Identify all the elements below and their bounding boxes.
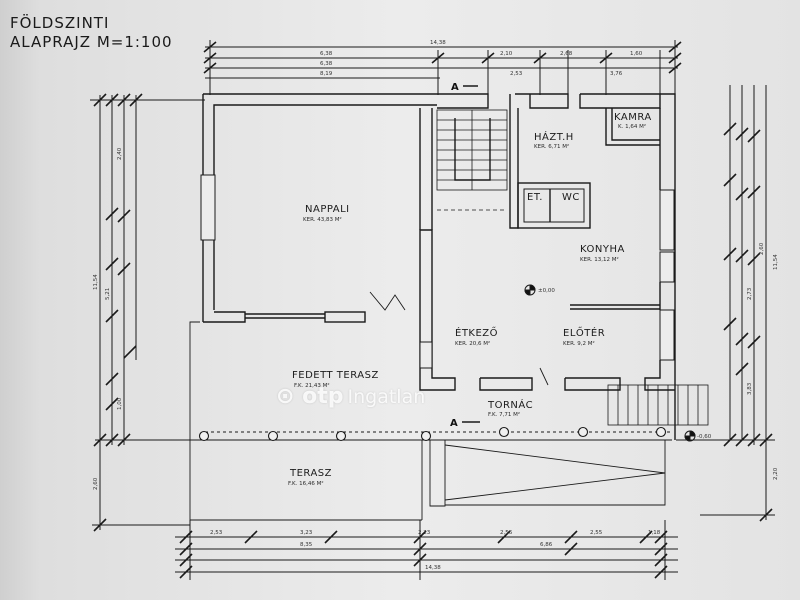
bottom-dim-r1-3: 2,23 — [418, 530, 431, 536]
bottom-dim-r1-6: 1,18 — [648, 530, 661, 536]
title-line-1: FÖLDSZINTI — [10, 14, 110, 32]
right-dim-1: 11,54 — [773, 254, 779, 270]
left-dim-5: 2,60 — [93, 477, 99, 490]
room-eloter-area: KER. 9,2 M² — [563, 340, 595, 347]
room-terasz-area: F.K. 16,46 M² — [288, 480, 324, 487]
top-dim-r3-2: 2,53 — [510, 71, 523, 77]
room-tornac-area: F.K. 7,71 M² — [488, 411, 520, 418]
bottom-dim-r2-2: 6,86 — [540, 542, 553, 548]
right-dim-4: 3,83 — [747, 382, 753, 395]
left-dim-2: 2,40 — [117, 147, 123, 160]
title-line-2: ALAPRAJZ M=1:100 — [10, 33, 173, 51]
bottom-dim-r2-1: 8,35 — [300, 542, 313, 548]
room-hazt-area: KER. 6,71 M² — [534, 143, 569, 150]
room-fedett-terasz-name: FEDETT TERASZ — [292, 370, 379, 381]
drawing-title: FÖLDSZINTI ALAPRAJZ M=1:100 — [10, 14, 173, 52]
right-dim-5: 2,20 — [773, 467, 779, 480]
top-dim-r3-1: 6,38 — [320, 61, 333, 67]
top-dim-r2-2: 2,10 — [500, 51, 513, 57]
watermark-sub: Ingatlan — [347, 386, 426, 408]
top-dim-r2-3: 2,68 — [560, 51, 573, 57]
bottom-dim-r1-1: 2,53 — [210, 530, 223, 536]
watermark-brand: otp — [302, 384, 344, 409]
room-kamra-name: KAMRA — [614, 112, 652, 123]
top-dim-r3-3: 3,76 — [610, 71, 623, 77]
staircase — [436, 109, 508, 211]
room-terasz-name: TERASZ — [289, 468, 332, 479]
room-kamra-area: K. 1,64 M² — [618, 123, 646, 130]
bottom-dimension-lines — [175, 520, 678, 580]
top-dim-r4-1: 8,19 — [320, 71, 333, 77]
top-dim-r2-1: 6,38 — [320, 51, 333, 57]
bottom-dim-r1-2: 3,23 — [300, 530, 313, 536]
right-dim-3: 2,60 — [759, 242, 765, 255]
right-dimension-lines — [676, 85, 775, 522]
section-mark-top: A — [451, 82, 459, 93]
left-dim-3: 1,00 — [117, 397, 123, 410]
room-wc-name: WC — [562, 192, 580, 203]
door-swing — [369, 291, 549, 386]
section-line — [462, 85, 480, 423]
section-mark-bottom: A — [450, 418, 458, 429]
watermark-logo-icon: ⊙ — [276, 384, 295, 409]
room-konyha-name: KONYHA — [580, 244, 625, 255]
outer-level-marker — [684, 430, 696, 442]
room-fedett-terasz-area: F.K. 21,43 M² — [294, 382, 330, 389]
room-nappali-area: KER. 43,83 M² — [303, 216, 342, 223]
top-dim-r2-4: 1,60 — [630, 51, 643, 57]
left-dim-4: 5,21 — [105, 288, 111, 300]
exterior-steps — [607, 384, 709, 426]
room-eloter-name: ELŐTÉR — [563, 325, 605, 339]
room-etkezo-area: KER. 20,6 M² — [455, 340, 490, 347]
level-mark-main: ±0,00 — [538, 288, 555, 294]
room-hazt-name: HÁZT.H — [534, 130, 574, 143]
outer-walls — [200, 93, 676, 440]
room-etkezo-name: ÉTKEZŐ — [455, 325, 498, 339]
room-et-name: ET. — [527, 192, 543, 203]
level-mark-outer: -0,60 — [697, 434, 712, 440]
bottom-dim-r1-4: 2,56 — [500, 530, 513, 536]
room-tornac-name: TORNÁC — [487, 398, 533, 411]
level-marker — [524, 284, 536, 296]
bottom-dim-overall: 14,38 — [425, 565, 441, 571]
left-dim-1: 11,54 — [93, 274, 99, 290]
right-dim-2: 2,73 — [747, 287, 753, 300]
top-dimension-lines — [203, 40, 682, 95]
top-dim-overall: 14,38 — [430, 40, 446, 46]
bottom-dim-r1-5: 2,55 — [590, 530, 603, 536]
terrace-columns — [198, 426, 667, 442]
room-konyha-area: KER. 13,12 M² — [580, 256, 619, 263]
room-nappali-name: NAPPALI — [305, 204, 350, 215]
left-dimension-lines — [90, 93, 205, 532]
